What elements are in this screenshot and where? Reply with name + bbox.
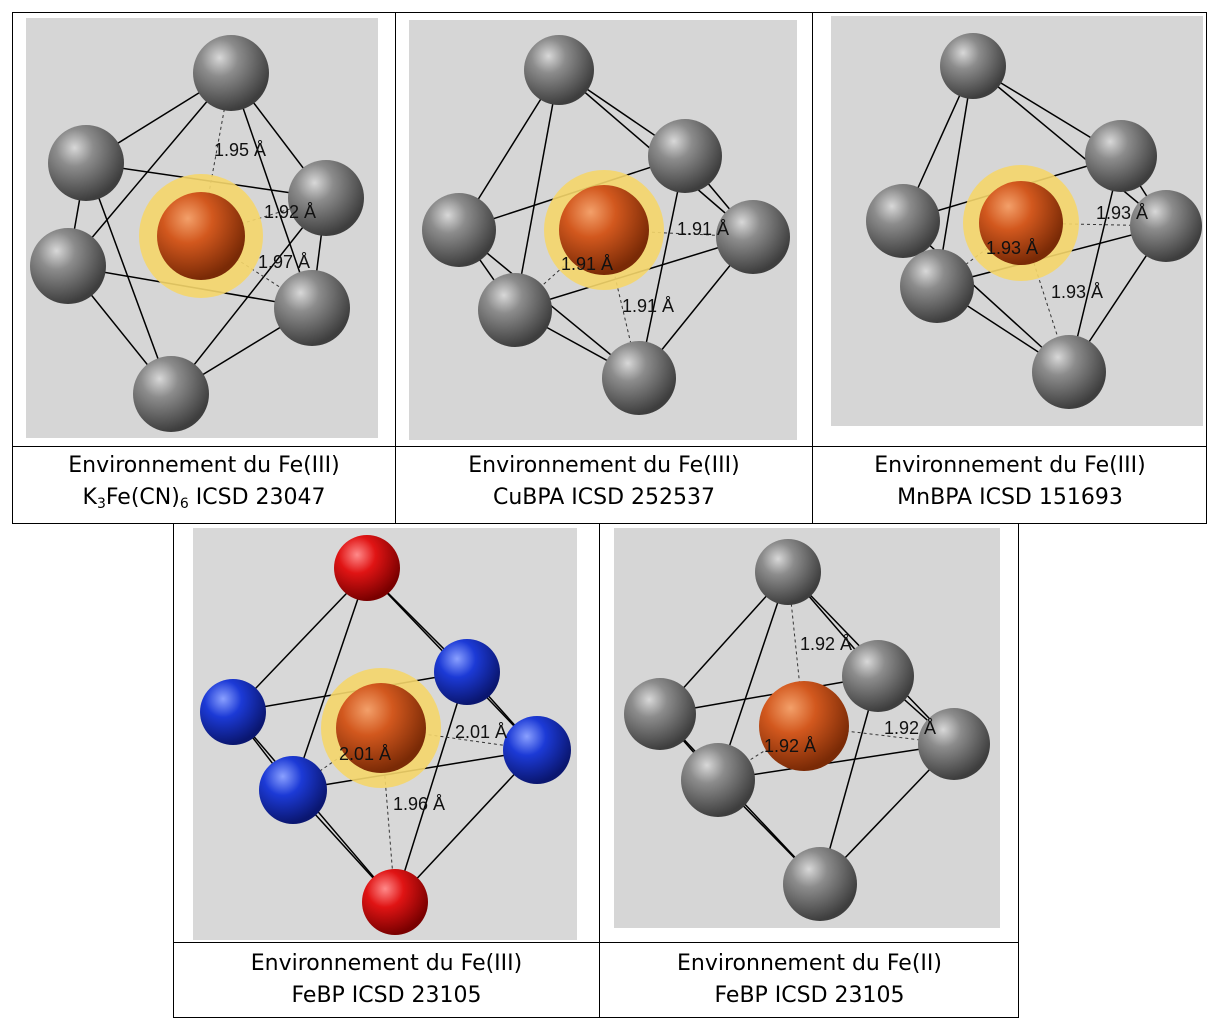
distance-label: 1.92 Å	[884, 718, 936, 738]
table-divider	[599, 524, 600, 1018]
fe-center-atom	[759, 681, 849, 771]
ligand-atom	[1085, 120, 1157, 192]
oxygen-atom	[334, 535, 400, 601]
ligand-atom	[602, 341, 676, 415]
fe-center-atom	[559, 185, 649, 275]
structure-panel-cubpa: 1.91 Å 1.91 Å 1.91 Å	[409, 20, 797, 440]
distance-label: 1.92 Å	[800, 634, 852, 654]
ligand-atom	[193, 35, 269, 111]
ligand-atom	[1032, 335, 1106, 409]
ligand-atom	[918, 708, 990, 780]
caption-line-2: FeBP ICSD 23105	[714, 983, 905, 1008]
formula-part: ICSD 23047	[188, 485, 326, 510]
nitrogen-atom	[434, 639, 500, 705]
formula-subscript: 6	[179, 496, 189, 512]
table-row-1	[12, 12, 1207, 524]
distance-label: 2.01 Å	[339, 744, 391, 764]
structure-panel-febp-fe3: 2.01 Å 2.01 Å 1.96 Å	[193, 528, 577, 940]
fe-center-atom	[157, 192, 245, 280]
ligand-atom	[624, 678, 696, 750]
distance-label: 1.96 Å	[393, 794, 445, 814]
distance-label: 1.93 Å	[1096, 203, 1148, 223]
ligand-atom	[900, 249, 974, 323]
ligand-atom	[940, 33, 1006, 99]
ligand-atom	[755, 539, 821, 605]
caption-line-2: FeBP ICSD 23105	[291, 983, 482, 1008]
ligand-atom	[716, 200, 790, 274]
table-divider	[812, 12, 813, 524]
ligand-atom	[274, 270, 350, 346]
distance-label: 1.97 Å	[258, 252, 310, 272]
distance-label: 1.95 Å	[214, 140, 266, 160]
formula-subscript: 3	[96, 496, 106, 512]
oxygen-atom	[362, 869, 428, 935]
caption-line-1: Environnement du Fe(III)	[250, 951, 523, 976]
table-divider	[173, 942, 1019, 943]
structure-panel-febp-fe2: 1.92 Å 1.92 Å 1.92 Å	[614, 528, 1000, 928]
fe-center-atom	[979, 181, 1063, 265]
ligand-atom	[1130, 190, 1202, 262]
distance-label: 1.91 Å	[677, 219, 729, 239]
caption-line-1: Environnement du Fe(III)	[68, 453, 340, 478]
nitrogen-atom	[259, 756, 327, 824]
caption-line-2: MnBPA ICSD 151693	[897, 485, 1123, 510]
ligand-atom	[422, 193, 496, 267]
nitrogen-atom	[503, 716, 571, 784]
ligand-atom	[783, 847, 857, 921]
distance-label: 2.01 Å	[455, 722, 507, 742]
caption-panel-5: Environnement du Fe(II) FeBP ICSD 23105	[600, 948, 1019, 1012]
caption-line-1: Environnement du Fe(III)	[874, 453, 1146, 478]
nitrogen-atom	[200, 679, 266, 745]
caption-line-2: CuBPA ICSD 252537	[492, 485, 716, 510]
formula-part: Fe(CN)	[105, 485, 180, 510]
distance-label: 1.93 Å	[986, 238, 1038, 258]
ligand-atom	[842, 640, 914, 712]
structure-panel-k3fecn6: 1.95 Å 1.92 Å 1.97 Å	[26, 18, 378, 438]
distance-label: 1.91 Å	[622, 296, 674, 316]
distance-label: 1.91 Å	[561, 254, 613, 274]
caption-panel-2: Environnement du Fe(III) CuBPA ICSD 2525…	[396, 450, 812, 514]
structure-panel-mnbpa: 1.93 Å 1.93 Å 1.93 Å	[831, 16, 1203, 426]
distance-label: 1.92 Å	[264, 202, 316, 222]
caption-panel-4: Environnement du Fe(III) FeBP ICSD 23105	[174, 948, 599, 1012]
ligand-atom	[648, 119, 722, 193]
caption-panel-3: Environnement du Fe(III) MnBPA ICSD 1516…	[813, 450, 1207, 514]
ligand-atom	[48, 125, 124, 201]
ligand-atom	[866, 184, 940, 258]
ligand-atom	[681, 743, 755, 817]
ligand-atom	[30, 228, 106, 304]
caption-line-1: Environnement du Fe(II)	[677, 951, 942, 976]
distance-label: 1.93 Å	[1051, 282, 1103, 302]
ligand-atom	[478, 273, 552, 347]
ligand-atom	[133, 356, 209, 432]
ligand-atom	[524, 35, 594, 105]
table-divider	[12, 446, 1207, 447]
formula-part: K	[82, 485, 97, 510]
caption-line-2: K3Fe(CN)6 ICSD 23047	[13, 482, 395, 520]
table-divider	[395, 12, 396, 524]
fe-center-atom	[336, 683, 426, 773]
caption-line-1: Environnement du Fe(III)	[468, 453, 740, 478]
ligand-atom	[288, 160, 364, 236]
caption-panel-1: Environnement du Fe(III) K3Fe(CN)6 ICSD …	[13, 450, 395, 520]
distance-label: 1.92 Å	[764, 736, 816, 756]
